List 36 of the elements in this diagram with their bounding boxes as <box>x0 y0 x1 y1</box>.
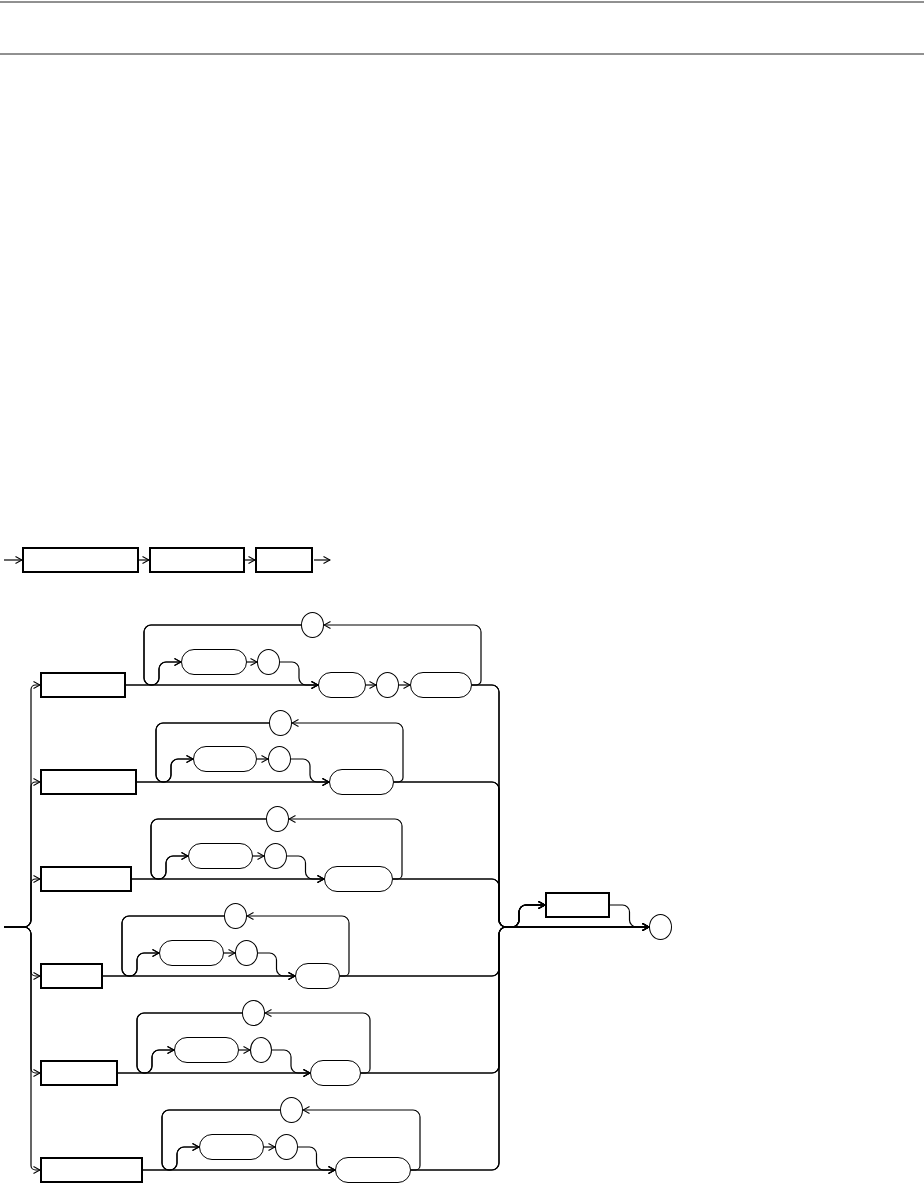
connector-arrow <box>155 722 330 787</box>
connector-arrow <box>136 1012 311 1078</box>
connector-arrow <box>161 1109 336 1175</box>
connector-arrow <box>365 680 377 690</box>
connector-arrow <box>3 926 41 1175</box>
connector-arrow <box>398 680 411 690</box>
connector-arrow <box>121 915 296 981</box>
connector-arrow <box>138 555 150 565</box>
connector-arrow <box>246 657 258 667</box>
connector-arrow <box>313 555 331 565</box>
nonterminal-box <box>149 547 245 573</box>
nonterminal-box <box>40 963 103 989</box>
nonterminal-box <box>40 866 132 892</box>
connector-arrow <box>246 911 350 977</box>
nonterminal-box <box>40 769 137 795</box>
nonterminal-box <box>40 1157 143 1183</box>
nonterminal-box <box>40 1060 118 1086</box>
connector-arrow <box>609 904 650 932</box>
nonterminal-box <box>40 672 126 698</box>
nonterminal-box <box>545 892 610 918</box>
connector-arrow <box>323 620 482 686</box>
connector-arrow <box>3 555 23 565</box>
nonterminal-box <box>22 547 139 573</box>
connector-arrow <box>244 555 256 565</box>
connector-arrow <box>263 1142 276 1152</box>
connector-arrow <box>288 814 403 880</box>
connector-arrow <box>150 818 325 884</box>
connector-arrow <box>291 718 404 783</box>
connector-arrow <box>264 1008 371 1074</box>
connector-arrow <box>238 1045 251 1055</box>
connector-arrow <box>223 948 236 958</box>
connector-arrow <box>143 624 319 690</box>
connector-arrow <box>256 754 269 764</box>
connector-arrow <box>302 1105 421 1171</box>
connector-arrow <box>252 851 265 861</box>
nonterminal-box <box>255 547 313 573</box>
